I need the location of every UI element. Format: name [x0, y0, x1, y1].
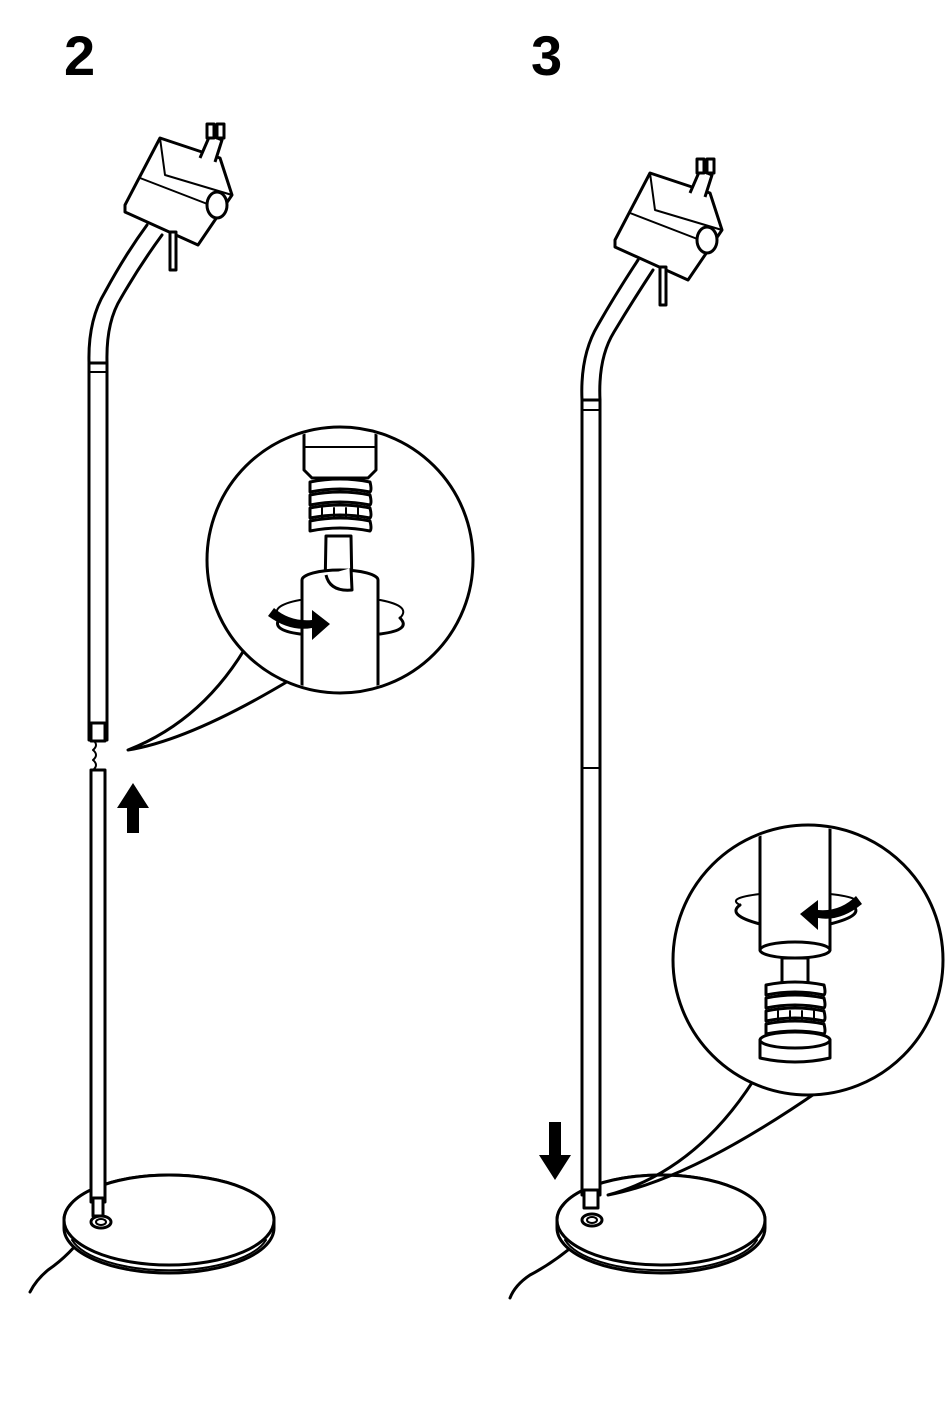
gooseneck [89, 225, 147, 362]
lamp-head [615, 159, 722, 305]
lower-tube [91, 770, 105, 1202]
lamp-step-3 [510, 159, 943, 1298]
lamp-step-2 [30, 124, 473, 1292]
arrow-down-icon [539, 1122, 571, 1180]
assembled-tube [582, 400, 600, 1195]
detail-callout-step-3 [673, 820, 943, 1095]
upper-tube [89, 363, 107, 740]
lamp-head [125, 124, 232, 270]
gooseneck [582, 260, 638, 400]
detail-callout-step-2 [207, 420, 473, 700]
arrow-up-icon [117, 783, 149, 833]
